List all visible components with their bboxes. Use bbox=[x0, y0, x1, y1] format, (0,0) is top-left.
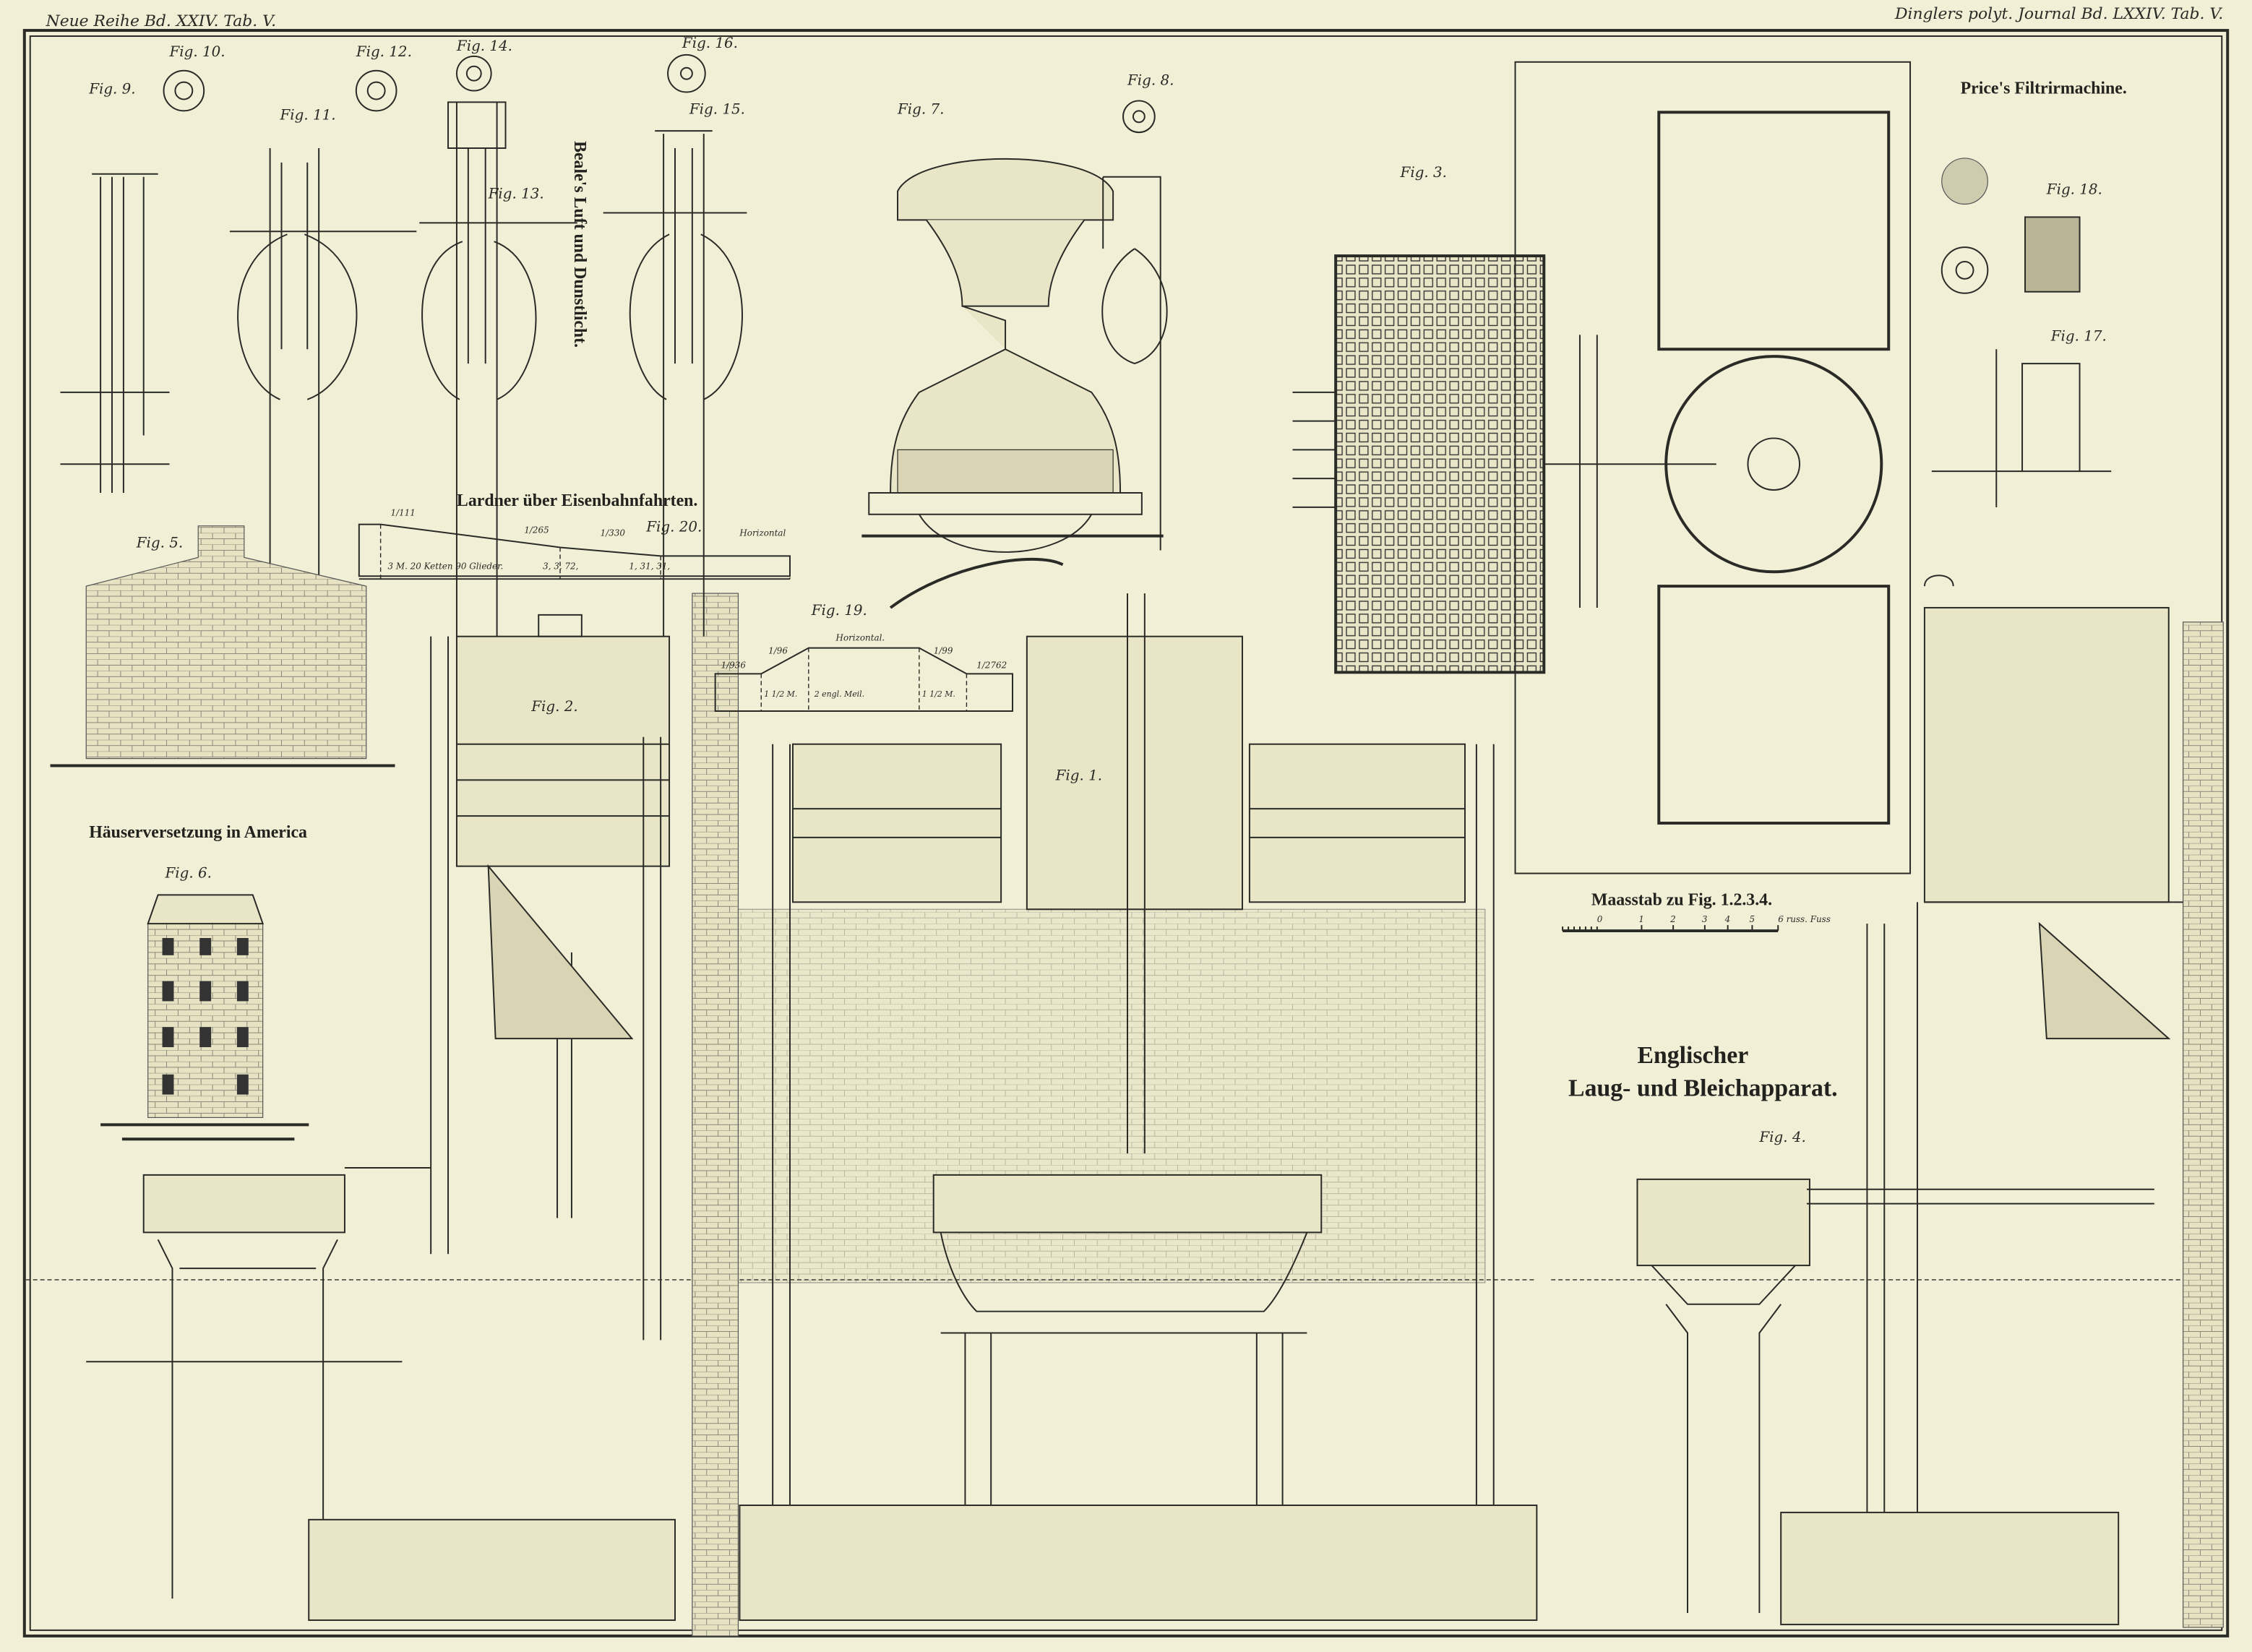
fig3-filter-press: Fig. 3. bbox=[1292, 61, 1912, 874]
fig8-label: Fig. 8. bbox=[1127, 72, 1174, 89]
fig2-apparatus: Fig. 2. bbox=[86, 614, 676, 1621]
fig19-gradient-diagram: Fig. 19. Horizontal. 1/936 1/96 1/99 1/2… bbox=[714, 602, 1014, 713]
beale-title: Beale's Luft und Dunstlicht. bbox=[570, 141, 589, 348]
fig19-section-3: 1 1/2 M. bbox=[922, 689, 955, 699]
fig7-apparatus: Fig. 7. Fig. 8. bbox=[861, 72, 1174, 609]
brick-wall-left bbox=[692, 593, 739, 1637]
scale-tick-5: 5 bbox=[1749, 914, 1755, 924]
fig20-gradient-2: 1/265 bbox=[524, 525, 549, 535]
scale-tick-1: 1 bbox=[1638, 914, 1644, 924]
fig19-gradient-1: 1/936 bbox=[721, 660, 747, 670]
brick-wall-right bbox=[2183, 621, 2224, 1628]
fig14-label: Fig. 14. bbox=[456, 38, 512, 54]
fig2-label: Fig. 2. bbox=[530, 698, 577, 715]
lardner-title: Lardner über Eisenbahnfahrten. bbox=[457, 491, 697, 510]
fig5-brick-house: Fig. 5. Häuserversetzung in America bbox=[50, 525, 395, 842]
fig10-label: Fig. 10. bbox=[168, 43, 225, 60]
fig6-label: Fig. 6. bbox=[165, 865, 212, 882]
scale-end-label: 6 russ. Fuss bbox=[1778, 914, 1831, 924]
fig19-gradient-4: 1/2762 bbox=[976, 660, 1007, 670]
fig7-label: Fig. 7. bbox=[897, 100, 944, 117]
fig20-value-1: 3 M. 20 Ketten 90 Glieder. bbox=[388, 561, 504, 571]
fig19-horizontal: Horizontal. bbox=[835, 633, 885, 643]
fig16-label: Fig. 16. bbox=[682, 35, 738, 51]
fig19-label: Fig. 19. bbox=[811, 602, 867, 619]
fig15-label: Fig. 15. bbox=[689, 100, 745, 117]
fig20-gradient-1: 1/111 bbox=[391, 508, 416, 518]
fig6-house-on-rollers: Fig. 6. bbox=[100, 865, 309, 1141]
haeuser-title: Häuserversetzung in America bbox=[89, 823, 307, 842]
fig20-label: Fig. 20. bbox=[645, 519, 702, 535]
fig1-label: Fig. 1. bbox=[1055, 767, 1102, 783]
scale-tick-3: 3 bbox=[1702, 914, 1708, 924]
fig19-section-2: 2 engl. Meil. bbox=[814, 689, 864, 699]
scale-label: Maasstab zu Fig. 1.2.3.4. bbox=[1591, 890, 1772, 909]
price-title: Price's Filtrirmachine. bbox=[1961, 79, 2127, 98]
scale-tick-0: 0 bbox=[1597, 914, 1603, 924]
scale-bar: Maasstab zu Fig. 1.2.3.4. 0 1 2 3 4 5 6 … bbox=[1562, 890, 1831, 933]
header-right: Dinglers polyt. Journal Bd. LXXIV. Tab. … bbox=[1894, 5, 2223, 23]
scale-tick-2: 2 bbox=[1669, 914, 1676, 924]
fig20-value-2: 3, 3, 72, bbox=[543, 561, 578, 571]
price-filter-figures: Price's Filtrirmachine. Fig. 18. Fig. 17… bbox=[1931, 79, 2127, 507]
englischer-title-1: Englischer bbox=[1637, 1042, 1748, 1069]
fig3-label: Fig. 3. bbox=[1400, 164, 1447, 181]
fig5-label: Fig. 5. bbox=[136, 534, 183, 551]
fig20-gradient-3: 1/330 bbox=[601, 528, 626, 538]
fig13-label: Fig. 13. bbox=[488, 186, 544, 202]
fig9-label: Fig. 9. bbox=[88, 81, 135, 98]
fig20-gradient-diagram: Lardner über Eisenbahnfahrten. 1/111 1/2… bbox=[358, 491, 791, 580]
fig19-section-1: 1 1/2 M. bbox=[764, 689, 797, 699]
fig20-value-3: 1, 31, 31, bbox=[629, 561, 670, 571]
fig12-label: Fig. 12. bbox=[356, 43, 412, 60]
fig4-label: Fig. 4. bbox=[1758, 1129, 1805, 1145]
fig18-label: Fig. 18. bbox=[2046, 181, 2102, 198]
beale-lamp-figures: Fig. 10. Fig. 12. Fig. 14. Fig. 16. Fig.… bbox=[60, 35, 747, 637]
fig17-label: Fig. 17. bbox=[2050, 327, 2107, 344]
fig19-gradient-2: 1/96 bbox=[768, 646, 788, 656]
plate-border bbox=[22, 29, 2230, 1638]
fig4-apparatus: Englischer Laug- und Bleichapparat. Fig.… bbox=[1551, 575, 2183, 1625]
scale-tick-4: 4 bbox=[1724, 914, 1731, 924]
englischer-title-2: Laug- und Bleichapparat. bbox=[1568, 1075, 1837, 1102]
header-left: Neue Reihe Bd. XXIV. Tab. V. bbox=[46, 12, 276, 30]
fig20-horizontal: Horizontal bbox=[739, 528, 786, 538]
fig19-gradient-3: 1/99 bbox=[934, 646, 953, 656]
fig1-apparatus: Fig. 1. bbox=[739, 593, 1538, 1621]
fig11-label: Fig. 11. bbox=[280, 106, 336, 123]
